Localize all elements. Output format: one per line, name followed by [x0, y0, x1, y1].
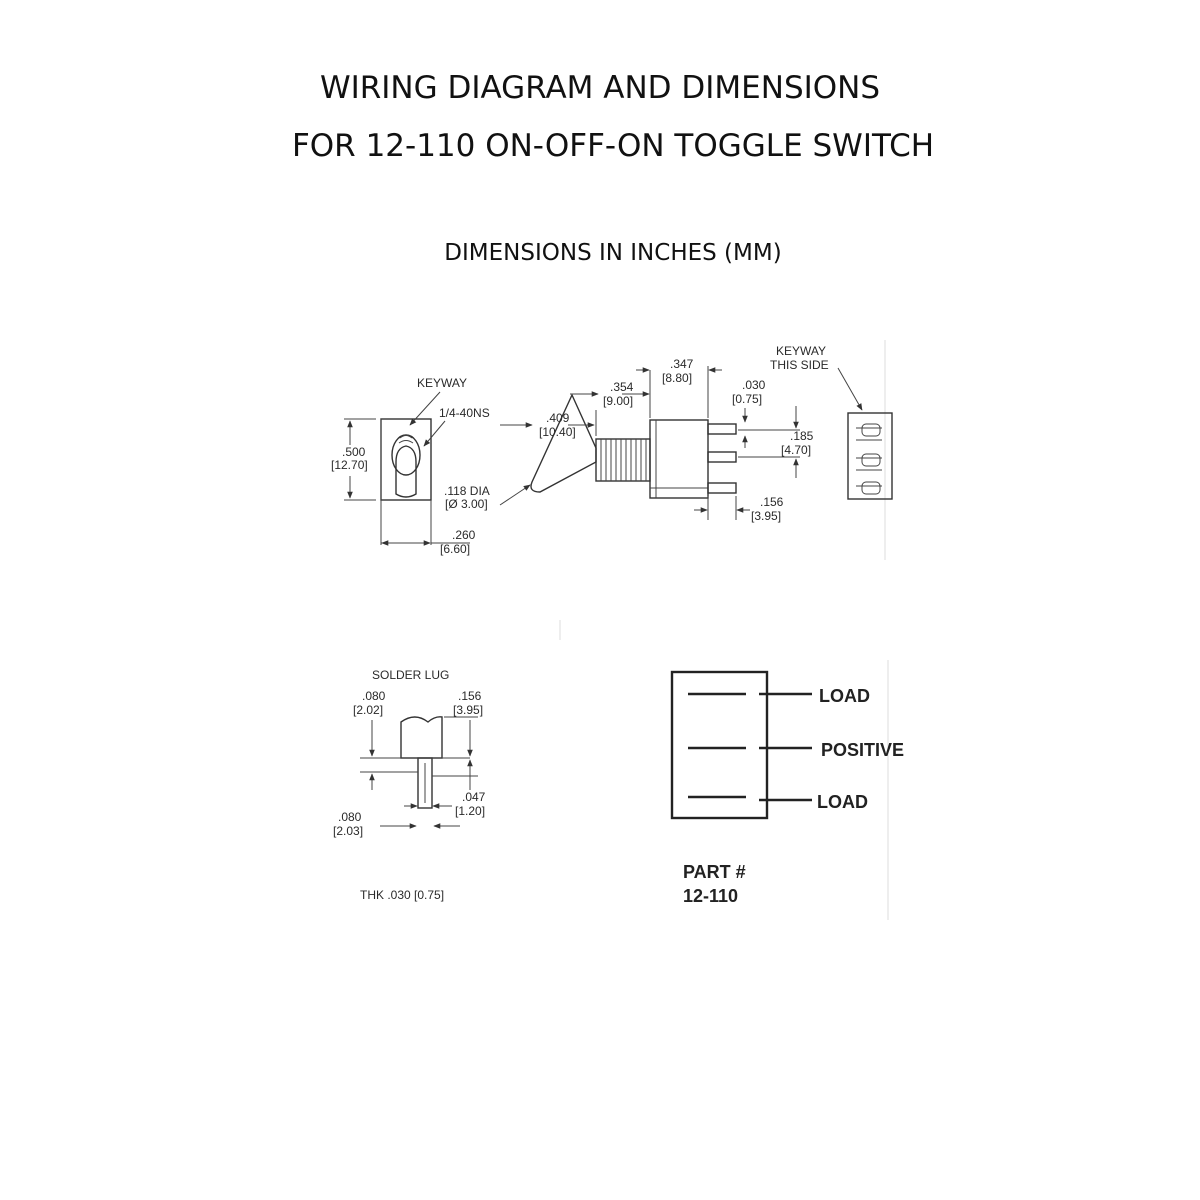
thread-lines — [600, 439, 647, 481]
lug-tab — [400, 716, 443, 759]
title-line-1: WIRING DIAGRAM AND DIMENSIONS — [319, 70, 881, 106]
lug-top-in: .080 — [362, 689, 386, 703]
lug-len-mm: [3.95] — [453, 703, 483, 717]
lug-width-mm: [2.03] — [333, 824, 363, 838]
bushing-mm: [9.00] — [603, 394, 633, 408]
front-height-mm: [12.70] — [331, 458, 368, 472]
front-view: .500 [12.70] .260 [6.60] KEYWAY 1/4-40NS — [331, 376, 490, 556]
title-line-2: FOR 12-110 ON-OFF-ON TOGGLE SWITCH — [291, 128, 935, 164]
switch-body — [670, 670, 769, 820]
body-mm: [8.80] — [662, 371, 692, 385]
keyway-side-line1: KEYWAY — [776, 344, 826, 358]
term-len-mm: [3.95] — [751, 509, 781, 523]
side-view: .118 DIA [Ø 3.00] .409 [10.40] .354 [9.0… — [444, 357, 814, 523]
terminal-mid — [707, 451, 737, 463]
part-number: 12-110 — [683, 886, 738, 906]
lug-hole-in: .047 — [462, 790, 486, 804]
body-in: .347 — [670, 357, 694, 371]
term-len-in: .156 — [760, 495, 784, 509]
term-thk-mm: [0.75] — [732, 392, 762, 406]
wiring-diagram: LOAD POSITIVE LOAD PART # 12-110 — [670, 670, 904, 906]
lug-hole-mm: [1.20] — [455, 804, 485, 818]
front-width-in: .260 — [452, 528, 476, 542]
lever-side — [530, 393, 597, 493]
keyway-side-line2: THIS SIDE — [770, 358, 829, 372]
subtitle: DIMENSIONS IN INCHES (MM) — [444, 240, 782, 266]
terminal-label-2: POSITIVE — [821, 740, 904, 760]
term-pitch-mm: [4.70] — [781, 443, 811, 457]
lever-dia-mm: [Ø 3.00] — [445, 497, 488, 511]
terminal-label-1: LOAD — [819, 686, 870, 706]
term-pitch-in: .185 — [790, 429, 814, 443]
body-side — [649, 419, 709, 499]
bushing-side — [595, 438, 651, 482]
terminal-top — [707, 423, 737, 435]
bottom-view: KEYWAY THIS SIDE — [770, 344, 893, 500]
part-label: PART # — [683, 862, 746, 882]
terminal-bottom — [707, 482, 737, 494]
solder-lug-title: SOLDER LUG — [372, 668, 449, 682]
lever-shape — [395, 445, 417, 498]
keyway-label: KEYWAY — [417, 376, 467, 390]
lever-dia-in: .118 DIA — [444, 484, 490, 498]
lug-thickness: THK .030 [0.75] — [360, 888, 444, 902]
front-body-outline — [380, 418, 432, 501]
lug-top-mm: [2.02] — [353, 703, 383, 717]
solder-lug: SOLDER LUG .080 [2.02] .156 [3.95] .047 … — [333, 668, 486, 902]
lever-len-in: .409 — [546, 411, 570, 425]
thread-label: 1/4-40NS — [439, 406, 490, 420]
bottom-body — [847, 412, 893, 500]
lug-width-in: .080 — [338, 810, 362, 824]
lug-len-in: .156 — [458, 689, 482, 703]
front-height-in: .500 — [342, 445, 366, 459]
bushing-in: .354 — [610, 380, 634, 394]
terminal-label-3: LOAD — [817, 792, 868, 812]
front-width-mm: [6.60] — [440, 542, 470, 556]
lever-len-mm: [10.40] — [539, 425, 576, 439]
scan-border — [559, 340, 889, 920]
term-thk-in: .030 — [742, 378, 766, 392]
